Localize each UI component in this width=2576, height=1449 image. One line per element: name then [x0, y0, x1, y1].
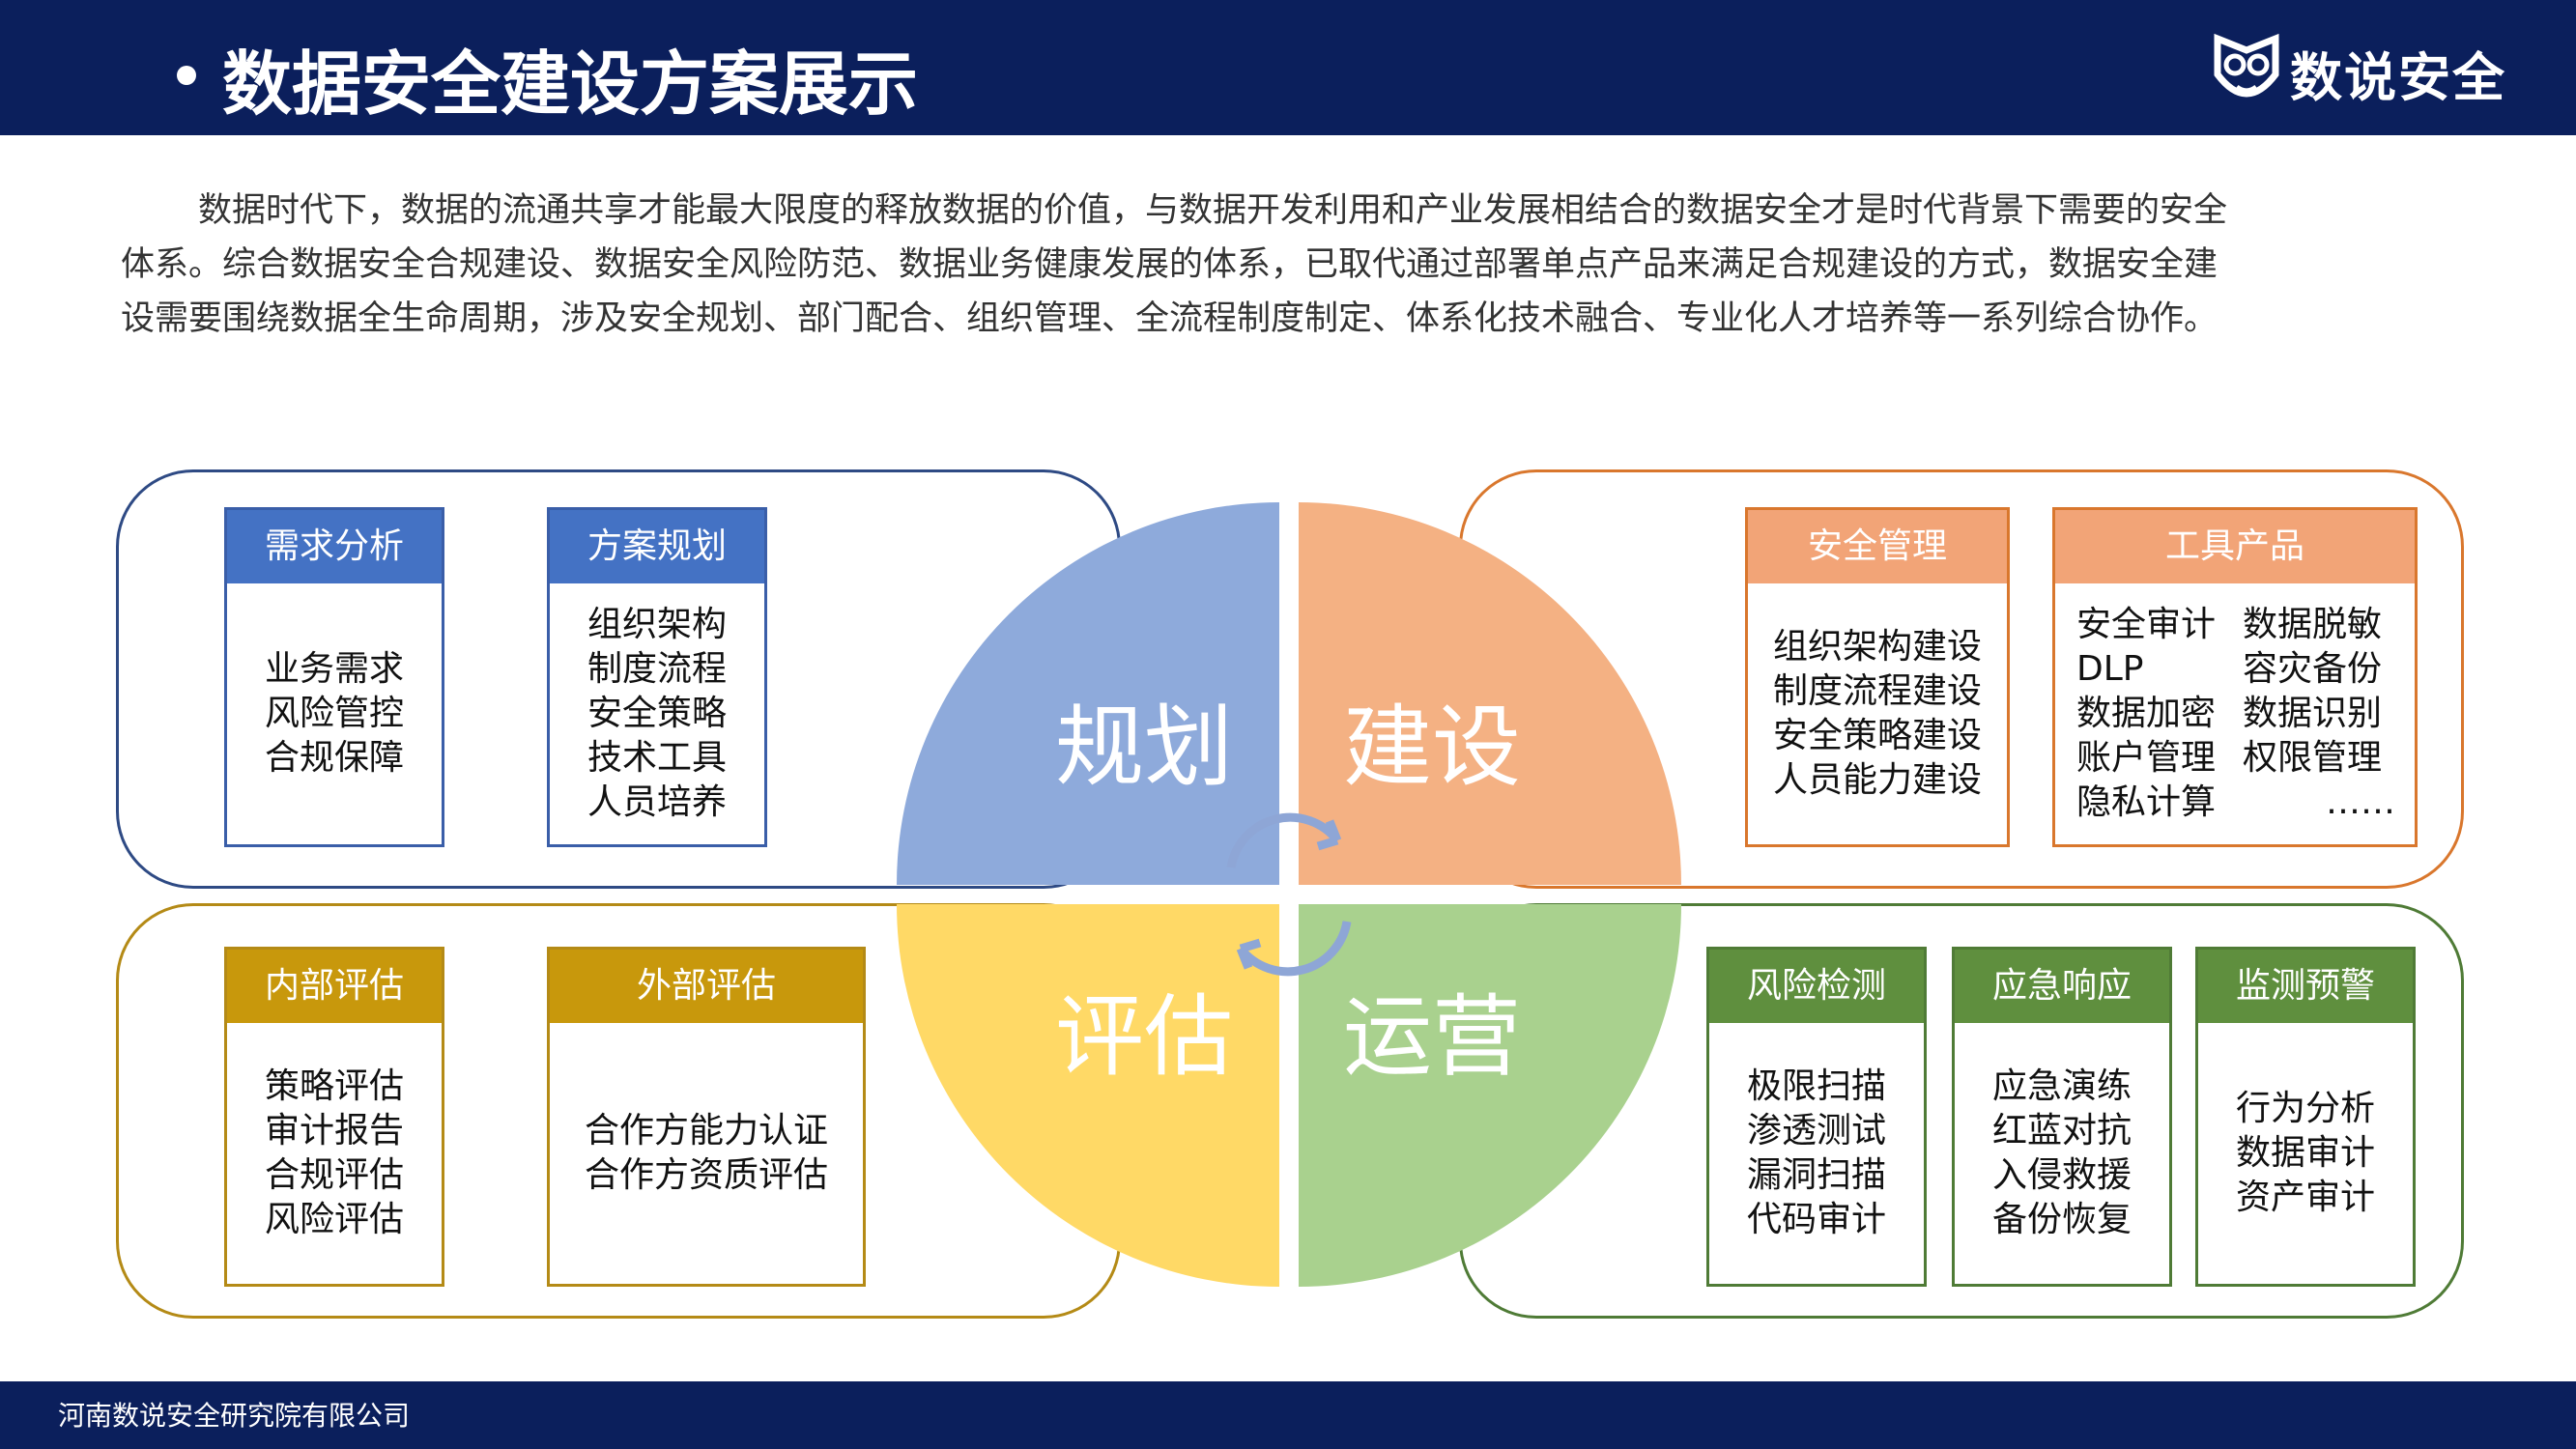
- intro-paragraph: 数据时代下，数据的流通共享才能最大限度的释放数据的价值，与数据开发利用和产业发展…: [121, 184, 2420, 346]
- lifecycle-wheel: 规划 建设 评估 运营: [897, 502, 1681, 1287]
- card-item: 漏洞扫描: [1746, 1155, 1886, 1195]
- card-items: 业务需求 风险管控 合规保障: [227, 583, 442, 844]
- wheel-quadrant-eval: [897, 904, 1279, 1287]
- card-item: 安全策略建设: [1772, 716, 1982, 755]
- card-item: 资产审计: [2235, 1178, 2375, 1217]
- card-item: 合规评估: [264, 1155, 404, 1195]
- title-bullet: [177, 66, 196, 85]
- card-title: 方案规划: [550, 510, 764, 583]
- card-risk-detection: 风险检测 极限扫描 渗透测试 漏洞扫描 代码审计: [1706, 947, 1927, 1287]
- wheel-label-eval: 评估: [1055, 985, 1233, 1089]
- card-title: 工具产品: [2055, 510, 2415, 583]
- card-item: 业务需求: [264, 649, 404, 689]
- card-item: 合规保障: [264, 738, 404, 778]
- card-requirement-analysis: 需求分析 业务需求 风险管控 合规保障: [224, 507, 444, 847]
- card-item: 合作方能力认证: [584, 1111, 828, 1151]
- card-item: 数据识别: [2243, 694, 2383, 733]
- card-title: 外部评估: [550, 950, 863, 1023]
- card-item: 备份恢复: [1991, 1200, 2132, 1239]
- card-item: 数据脱敏: [2243, 605, 2383, 644]
- wheel-label-build: 建设: [1343, 696, 1521, 799]
- card-items: 策略评估 审计报告 合规评估 风险评估: [227, 1023, 442, 1284]
- card-items: 极限扫描 渗透测试 漏洞扫描 代码审计: [1709, 1023, 1924, 1284]
- card-item: 代码审计: [1746, 1200, 1886, 1239]
- card-item: 渗透测试: [1746, 1111, 1886, 1151]
- card-item: 组织架构: [587, 605, 727, 644]
- card-internal-evaluation: 内部评估 策略评估 审计报告 合规评估 风险评估: [224, 947, 444, 1287]
- header-bar: [0, 0, 2576, 135]
- card-items: 安全审计 数据脱敏 DLP 容灾备份 数据加密 数据识别 账户管理 权限管理 隐…: [2055, 583, 2415, 844]
- card-item: 容灾备份: [2243, 649, 2383, 689]
- card-item: 策略评估: [264, 1066, 404, 1106]
- intro-line-3: 设需要围绕数据全生命周期，涉及安全规划、部门配合、组织管理、全流程制度制定、体系…: [121, 299, 2218, 338]
- card-item: 技术工具: [587, 738, 727, 778]
- footer-company: 河南数说安全研究院有限公司: [58, 1400, 411, 1432]
- card-item: 行为分析: [2235, 1089, 2375, 1128]
- card-emergency-response: 应急响应 应急演练 红蓝对抗 入侵救援 备份恢复: [1952, 947, 2172, 1287]
- card-item: 数据加密: [2076, 694, 2217, 733]
- intro-line-2: 体系。综合数据安全合规建设、数据安全风险防范、数据业务健康发展的体系，已取代通过…: [121, 245, 2218, 284]
- card-item: 人员能力建设: [1772, 760, 1982, 800]
- cycle-arrows-icon: [1226, 812, 1352, 977]
- card-items: 组织架构 制度流程 安全策略 技术工具 人员培养: [550, 583, 764, 844]
- card-item: 极限扫描: [1746, 1066, 1886, 1106]
- card-title: 监测预警: [2198, 950, 2413, 1023]
- intro-line-1: 数据时代下，数据的流通共享才能最大限度的释放数据的价值，与数据开发利用和产业发展…: [198, 191, 2228, 230]
- card-item: 数据审计: [2235, 1133, 2375, 1173]
- owl-shield-icon: [2214, 33, 2279, 98]
- card-item: 风险评估: [264, 1200, 404, 1239]
- logo-text: 数说安全: [2290, 47, 2506, 108]
- card-monitoring-warning: 监测预警 行为分析 数据审计 资产审计: [2195, 947, 2416, 1287]
- card-item: 账户管理: [2076, 738, 2217, 778]
- card-title: 应急响应: [1955, 950, 2169, 1023]
- card-title: 安全管理: [1748, 510, 2007, 583]
- wheel-label-ops: 运营: [1343, 985, 1521, 1089]
- card-title: 需求分析: [227, 510, 442, 583]
- card-item: 应急演练: [1991, 1066, 2132, 1106]
- card-title: 风险检测: [1709, 950, 1924, 1023]
- card-item: 合作方资质评估: [584, 1155, 828, 1195]
- card-item: 红蓝对抗: [1991, 1111, 2132, 1151]
- card-external-evaluation: 外部评估 合作方能力认证 合作方资质评估: [547, 947, 866, 1287]
- card-items: 应急演练 红蓝对抗 入侵救援 备份恢复: [1955, 1023, 2169, 1284]
- page-title: 数据安全建设方案展示: [222, 43, 919, 125]
- card-item: 安全策略: [587, 694, 727, 733]
- card-item: 隐私计算: [2076, 782, 2217, 822]
- wheel-label-plan: 规划: [1055, 696, 1233, 799]
- card-title: 内部评估: [227, 950, 442, 1023]
- card-item: 入侵救援: [1991, 1155, 2132, 1195]
- wheel-quadrant-ops: [1299, 904, 1681, 1287]
- wheel-quadrant-build: [1299, 502, 1681, 885]
- card-item: 制度流程: [587, 649, 727, 689]
- card-items: 行为分析 数据审计 资产审计: [2198, 1023, 2413, 1284]
- tool-grid: 安全审计 数据脱敏 DLP 容灾备份 数据加密 数据识别 账户管理 权限管理 隐…: [2053, 603, 2417, 825]
- wheel-quadrant-plan: [897, 502, 1279, 885]
- card-scheme-planning: 方案规划 组织架构 制度流程 安全策略 技术工具 人员培养: [547, 507, 767, 847]
- card-item: 制度流程建设: [1772, 671, 1982, 711]
- card-item: 风险管控: [264, 694, 404, 733]
- card-security-management: 安全管理 组织架构建设 制度流程建设 安全策略建设 人员能力建设: [1745, 507, 2010, 847]
- card-item: 组织架构建设: [1772, 627, 1982, 667]
- card-items: 组织架构建设 制度流程建设 安全策略建设 人员能力建设: [1748, 583, 2007, 844]
- card-item: ……: [2326, 782, 2395, 822]
- footer-bar: [0, 1381, 2576, 1449]
- card-item: DLP: [2076, 649, 2144, 689]
- card-item: 安全审计: [2076, 605, 2217, 644]
- card-items: 合作方能力认证 合作方资质评估: [550, 1023, 863, 1284]
- card-item: 审计报告: [264, 1111, 404, 1151]
- card-item: 人员培养: [587, 782, 727, 822]
- card-item: 权限管理: [2243, 738, 2383, 778]
- card-tool-products: 工具产品 安全审计 数据脱敏 DLP 容灾备份 数据加密 数据识别 账户管理 权…: [2052, 507, 2418, 847]
